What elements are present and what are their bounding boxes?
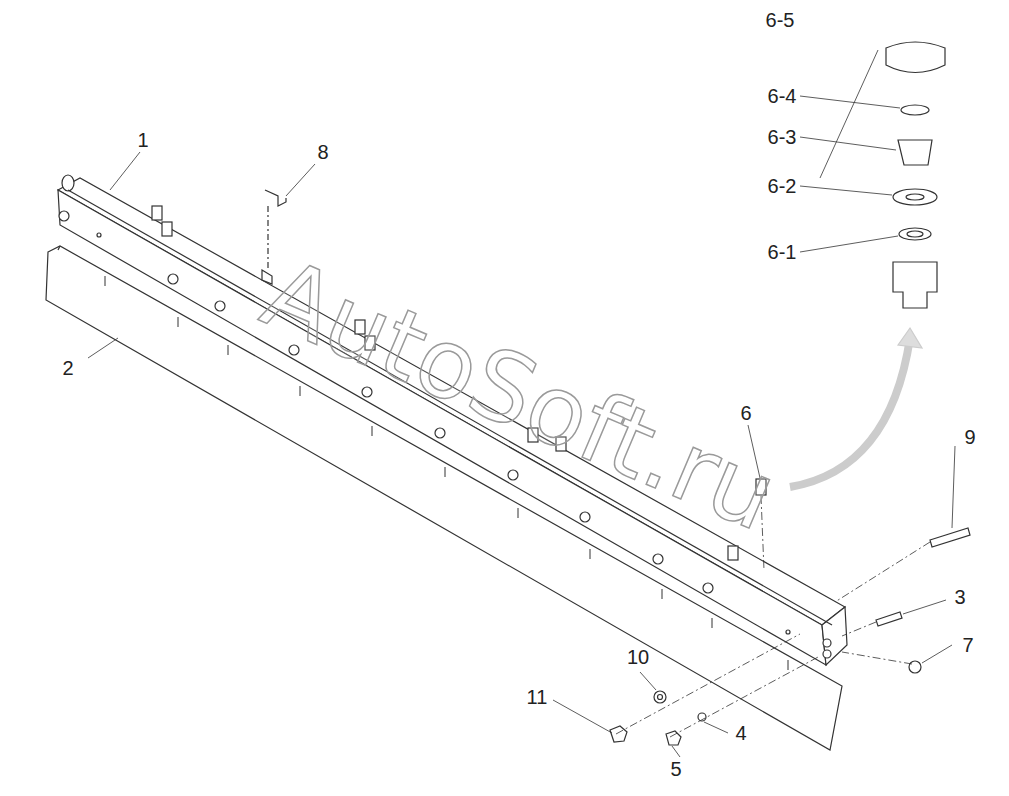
callout-number: 1 xyxy=(137,130,148,150)
watermark: AutoSoft.ru xyxy=(251,245,788,546)
callout-number: 8 xyxy=(317,142,328,162)
callout-number: 6-2 xyxy=(768,176,797,196)
callout-number: 3 xyxy=(954,587,965,607)
callout-number: 4 xyxy=(735,723,746,743)
callout-number: 7 xyxy=(962,635,973,655)
callout-number: 5 xyxy=(670,759,681,779)
callout-number: 6-3 xyxy=(768,127,797,147)
callout-number: 6-1 xyxy=(768,242,797,262)
callout-number: 10 xyxy=(627,647,649,667)
callout-number: 9 xyxy=(964,427,975,447)
callout-number: 2 xyxy=(62,358,73,378)
callout-number: 11 xyxy=(527,687,548,707)
callout-number: 6-5 xyxy=(766,10,795,30)
callout-number: 6-4 xyxy=(768,86,797,106)
callout-number: 6 xyxy=(740,403,751,423)
